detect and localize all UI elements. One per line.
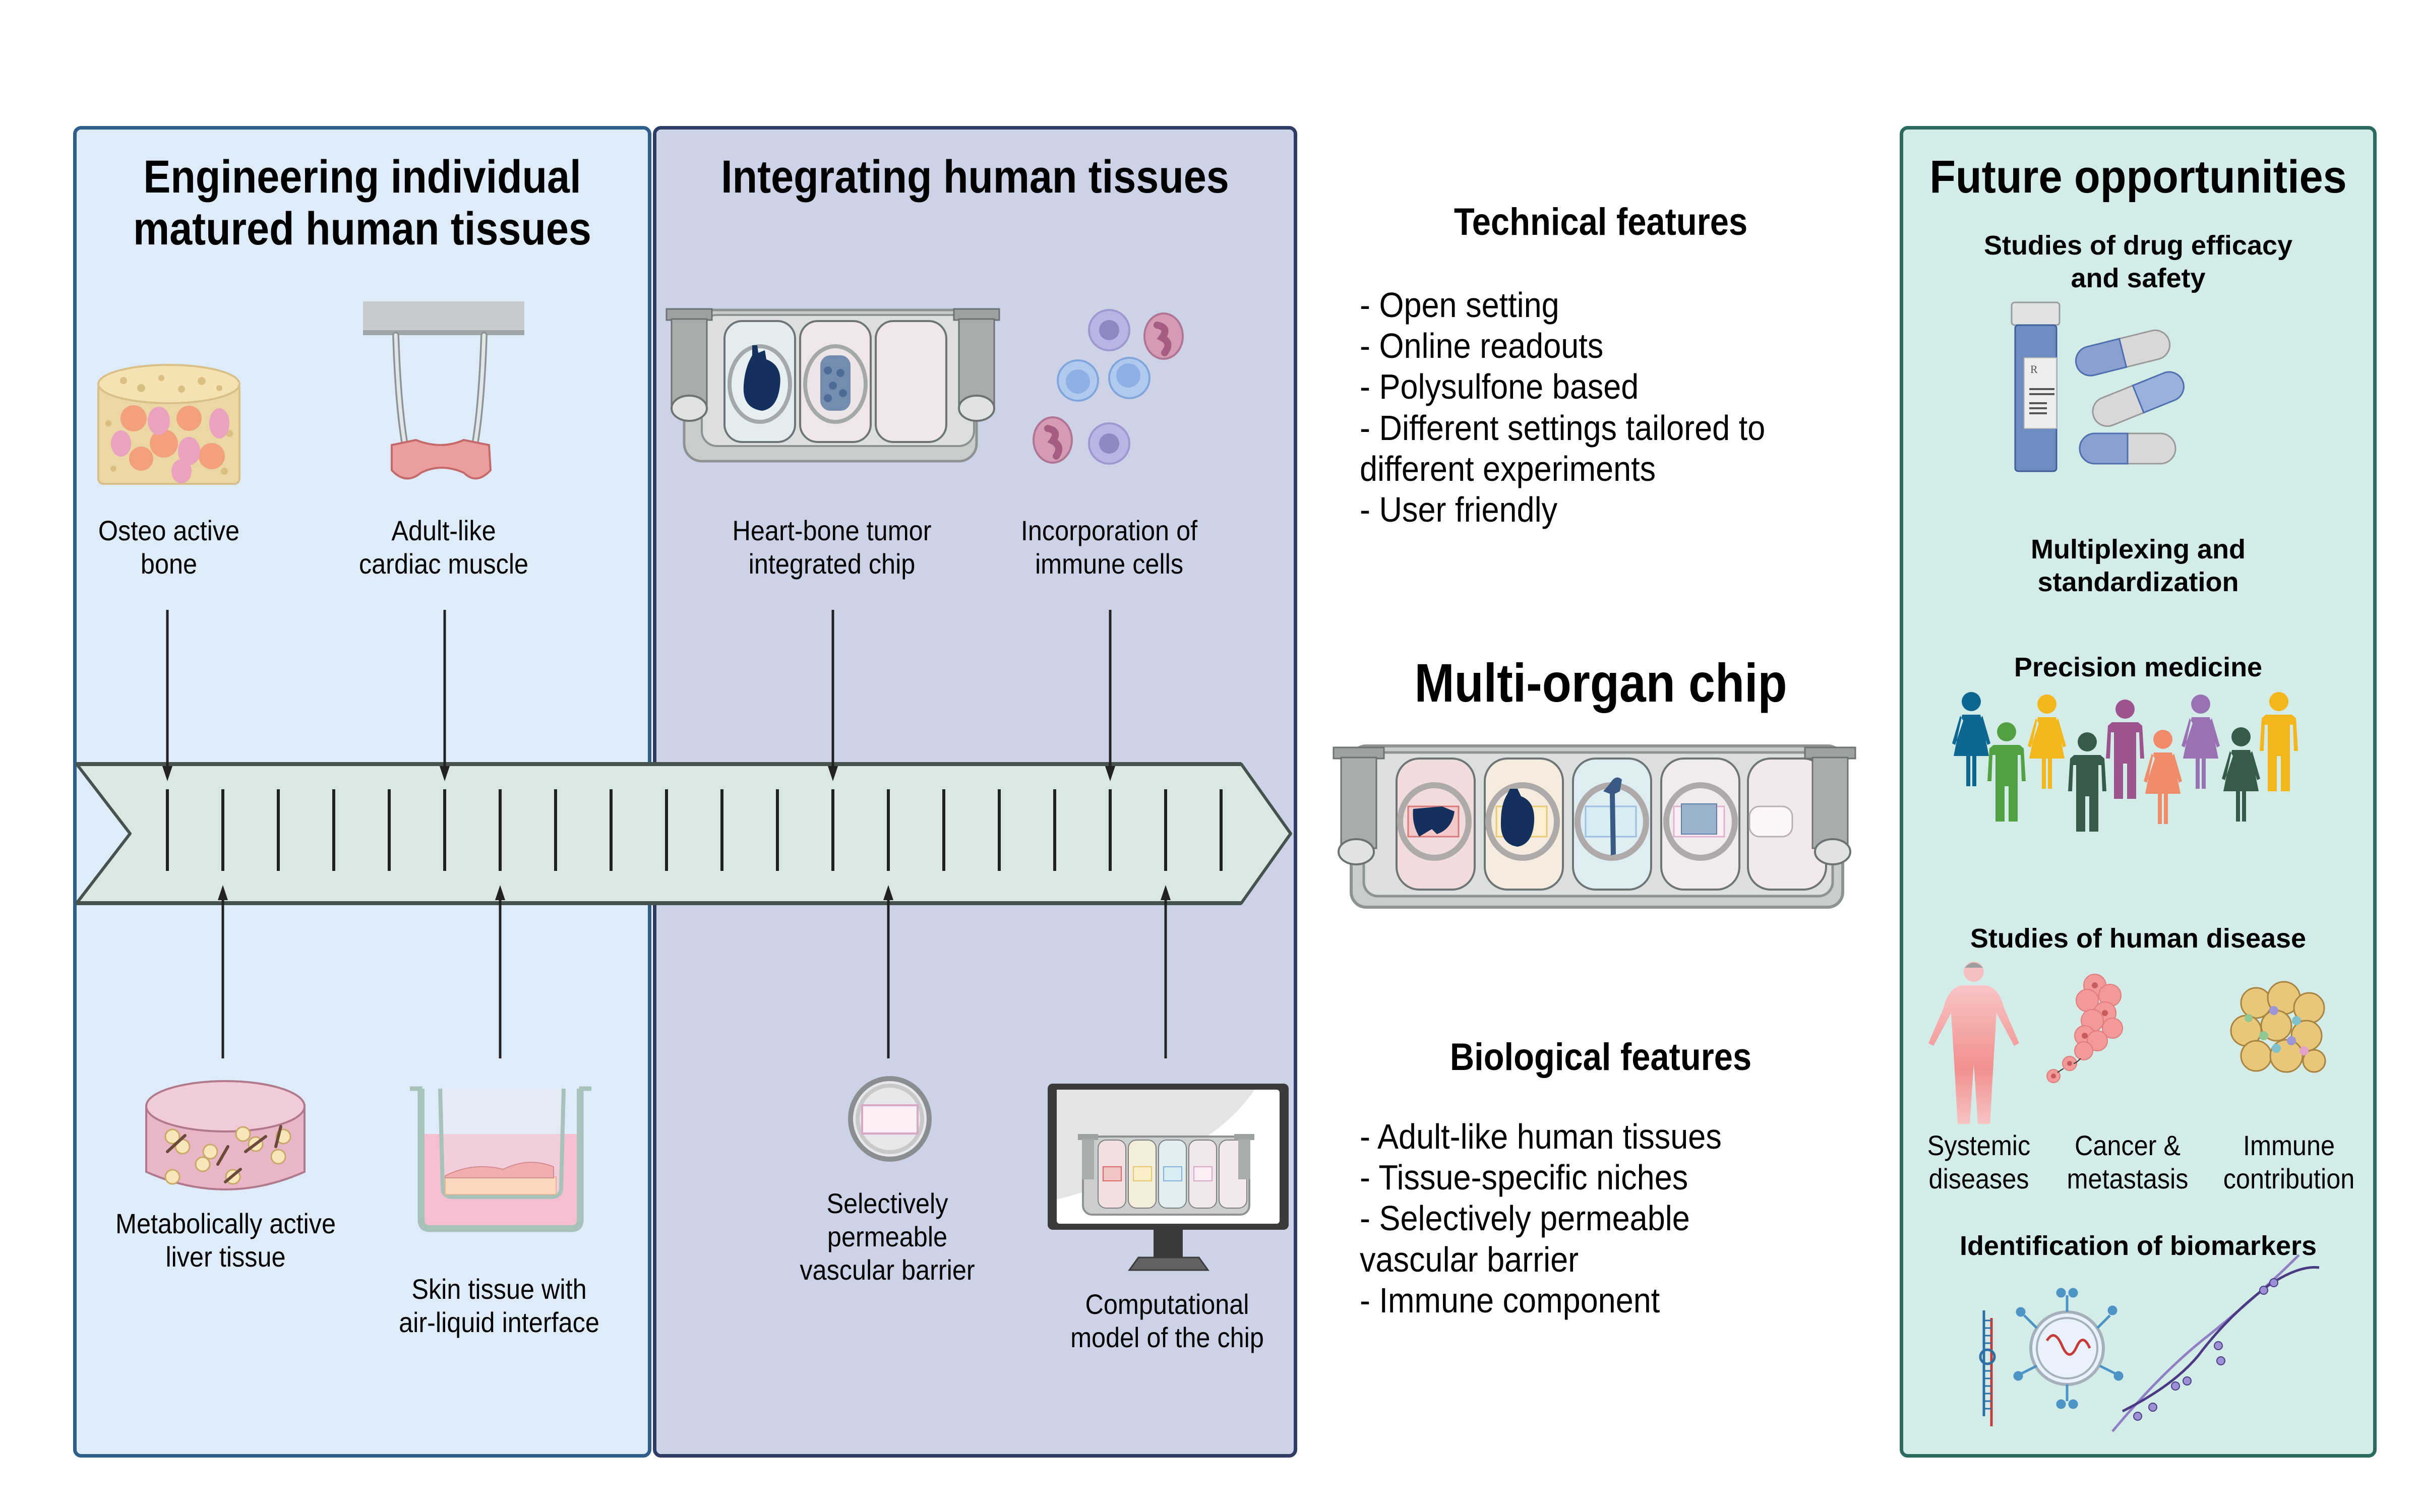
person-figure (1952, 692, 1990, 786)
title-line: matured human tissues (133, 203, 591, 255)
person-figure (2068, 732, 2106, 832)
bone-scaffold-icon (97, 364, 240, 485)
human-body-icon (1928, 962, 2019, 1124)
biological-features-list: - Adult-like human tissues- Tissue-speci… (1360, 1116, 1722, 1321)
timeline-down-arrow (440, 610, 450, 781)
person-figure (2028, 695, 2066, 789)
multi-organ-chip-icon (1333, 744, 1856, 909)
precision-medicine-heading: Precision medicine (2014, 652, 2263, 682)
timeline-up-arrow (883, 885, 893, 1058)
person-figure (2106, 700, 2144, 799)
biomarkers-heading: Identification of biomarkers (1959, 1231, 2317, 1261)
timeline-edge (77, 762, 1241, 766)
membrane-well-icon (848, 1076, 932, 1162)
biological-features-title: Biological features (1449, 1036, 1752, 1079)
rna-hairpin-icon (1979, 1310, 1996, 1426)
timeline-body (75, 763, 1292, 905)
heart-bone-chip-icon (666, 308, 1000, 463)
timeline-up-arrow (218, 885, 228, 1058)
biological-feature-item: - Adult-like human tissues (1360, 1117, 1722, 1156)
person-figure (2260, 692, 2298, 791)
biological-feature-item: - Selectively permeable (1360, 1199, 1690, 1238)
timeline-down-arrow (828, 610, 838, 781)
cancer-metastasis-label: Cancer &metastasis (2067, 1129, 2189, 1195)
adipose-immune-icon (2230, 981, 2326, 1073)
timeline-up-arrow (495, 885, 505, 1058)
engineering-panel-title: Engineering individual matured human tis… (108, 151, 617, 255)
transwell-skin-icon (410, 1086, 591, 1232)
future-panel-title: Future opportunities (1929, 151, 2347, 203)
svg-text:R: R (2030, 363, 2038, 375)
technical-feature-item: different experiments (1360, 449, 1656, 488)
dna-strand-icon (2111, 1254, 2320, 1432)
technical-feature-item: - User friendly (1360, 489, 1558, 529)
person-figure (2182, 695, 2220, 789)
technical-feature-item: - Polysulfone based (1360, 367, 1639, 407)
technical-feature-item: - Open setting (1360, 285, 1559, 325)
immune-cells-icon (1033, 309, 1184, 465)
technical-feature-item: - Different settings tailored to (1360, 408, 1766, 448)
timeline-down-arrow (1105, 610, 1115, 781)
technical-features-list: - Open setting- Online readouts- Polysul… (1360, 285, 1765, 530)
pill-bottle-icon: R (2011, 301, 2185, 472)
biological-feature-item: - Immune component (1360, 1280, 1660, 1320)
person-figure (2222, 727, 2260, 822)
human-disease-heading: Studies of human disease (1970, 923, 2307, 954)
liver-hydrogel-icon (145, 1080, 306, 1190)
person-figure (2144, 730, 2182, 824)
biological-feature-item: - Tissue-specific niches (1360, 1158, 1688, 1198)
person-figure (1987, 722, 2026, 822)
timeline-up-arrow (1161, 885, 1171, 1058)
multi-organ-chip-title: Multi-organ chip (1414, 652, 1787, 713)
monitor-icon (1048, 1084, 1289, 1271)
exosome-icon (2013, 1288, 2124, 1409)
technical-feature-item: - Online readouts (1360, 326, 1604, 366)
cardiac-muscle-construct-icon (363, 301, 524, 480)
biological-feature-item: vascular barrier (1360, 1239, 1579, 1279)
tumor-cells-icon (2046, 974, 2123, 1083)
technical-features-title: Technical features (1454, 201, 1748, 243)
integrating-panel-title: Integrating human tissues (721, 151, 1229, 203)
biomarkers-icon (1979, 1254, 2320, 1432)
timeline-down-arrow (162, 610, 172, 781)
timeline-edge (77, 901, 1241, 905)
people-group-icon (1952, 692, 2298, 832)
title-line: Engineering individual (143, 151, 581, 203)
